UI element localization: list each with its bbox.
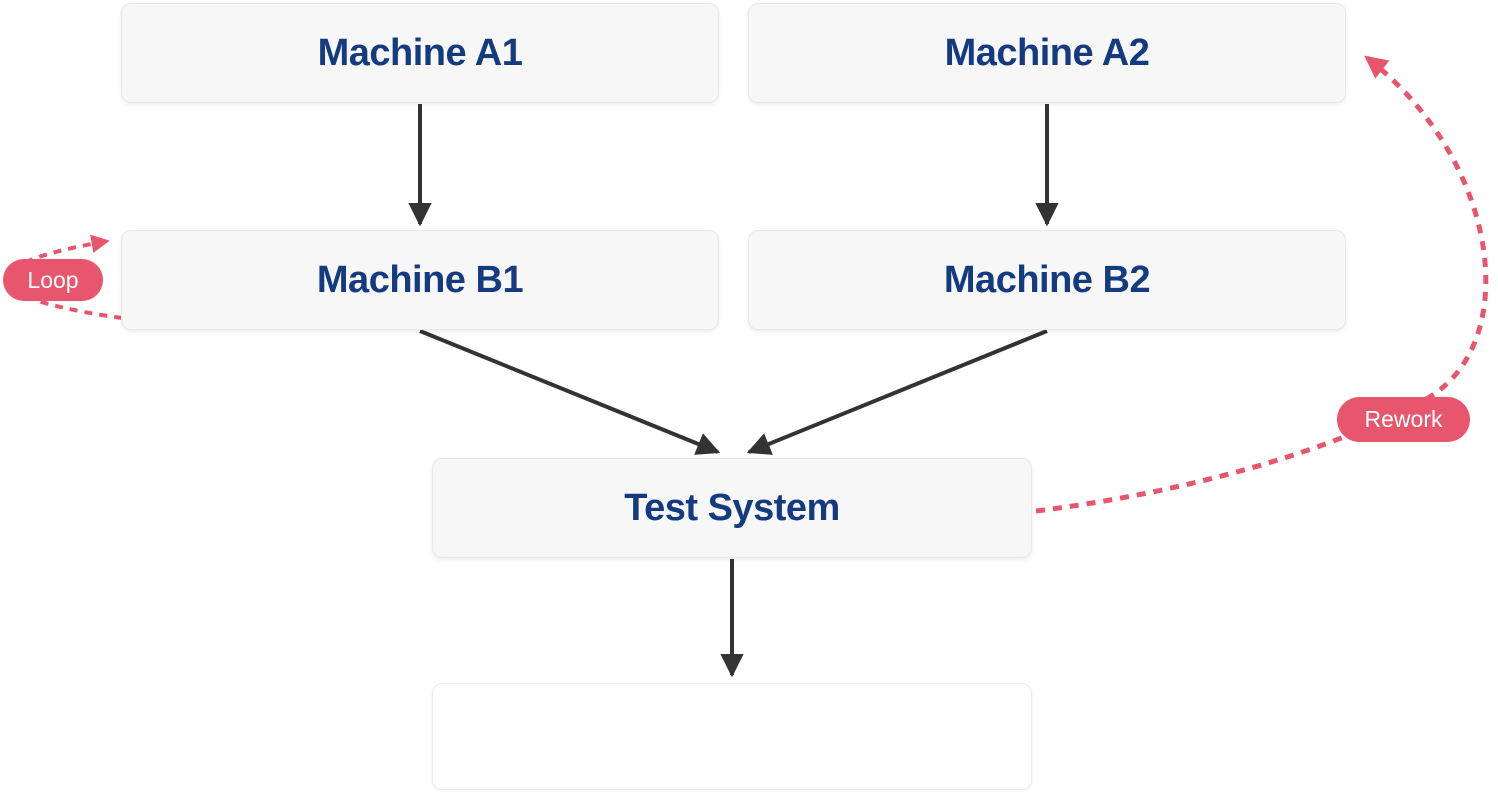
node-machine-b2-label: Machine B2 xyxy=(943,258,1151,301)
arrow-b1-to-test xyxy=(419,329,721,455)
rework-badge: Rework xyxy=(1337,397,1470,442)
loop-badge-label: Loop xyxy=(27,266,79,293)
loop-badge: Loop xyxy=(3,259,103,301)
rework-badge-label: Rework xyxy=(1364,406,1443,432)
node-machine-b2: Machine B2 xyxy=(748,230,1346,330)
arrow-b2-to-test xyxy=(746,329,1048,455)
node-output-box xyxy=(432,683,1032,790)
node-test-system-label: Test System xyxy=(624,486,840,529)
node-machine-a2: Machine A2 xyxy=(748,3,1346,103)
node-machine-b1: Machine B1 xyxy=(121,230,719,330)
node-machine-a1-label: Machine A1 xyxy=(317,31,523,74)
node-machine-b1-label: Machine B1 xyxy=(316,258,524,301)
node-machine-a1: Machine A1 xyxy=(121,3,719,103)
node-machine-a2-label: Machine A2 xyxy=(944,31,1150,74)
node-test-system: Test System xyxy=(432,458,1032,558)
